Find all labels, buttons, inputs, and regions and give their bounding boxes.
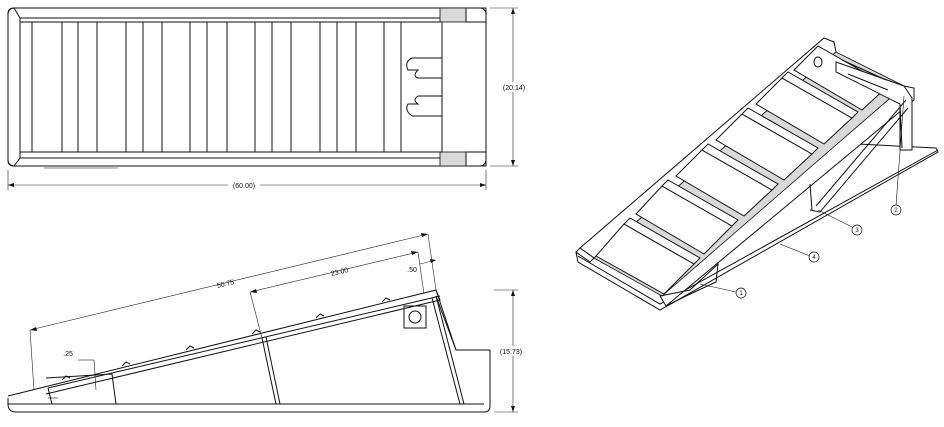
side-view-cleats [61, 297, 391, 381]
top-view [7, 7, 518, 190]
side-view-dimensions [29, 233, 518, 413]
balloon-4: 4 [808, 251, 820, 263]
dim-side-height-label: (15.73) [500, 349, 522, 356]
balloon-2: 2 [890, 204, 902, 216]
dim-small-label: .50 [407, 267, 417, 274]
dim-notch-label: .25 [63, 351, 73, 358]
svg-text:3: 3 [855, 228, 859, 234]
isometric-view [575, 37, 939, 311]
dim-height-label: (20.14) [503, 85, 525, 92]
top-view-slats [31, 22, 402, 152]
svg-text:1: 1 [739, 291, 743, 297]
balloon-1: 1 [735, 287, 747, 299]
svg-text:2: 2 [894, 208, 898, 214]
balloon-3: 3 [851, 224, 863, 236]
side-view [7, 233, 518, 413]
svg-text:4: 4 [812, 255, 816, 261]
dim-middle-label: 23.00 [330, 267, 349, 278]
dim-overall-label: 50.75 [216, 279, 235, 290]
dim-width-label: (60.00) [233, 183, 255, 190]
